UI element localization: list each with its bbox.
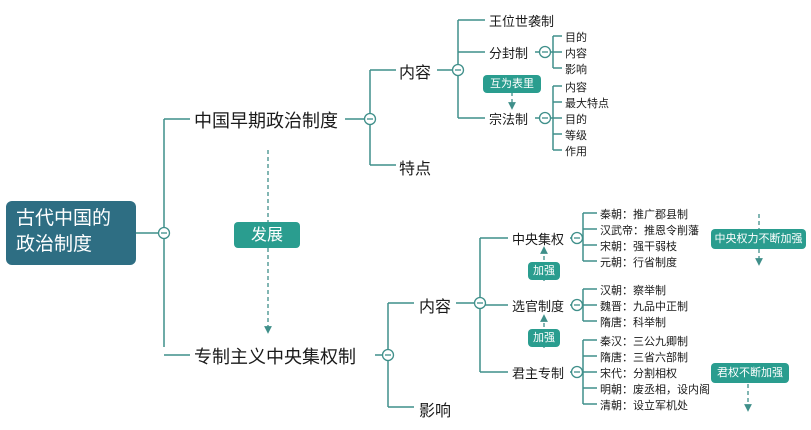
zongfa-child[interactable]: 最大特点 bbox=[565, 97, 609, 110]
root-node[interactable]: 古代中国的 政治制度 bbox=[6, 201, 136, 265]
node-early-content[interactable]: 内容 bbox=[399, 63, 432, 82]
monarch-child[interactable]: 宋代：分割相权 bbox=[600, 367, 677, 380]
node-central-power[interactable]: 中央集权 bbox=[512, 233, 565, 248]
monarch-child[interactable]: 明朝：废丞相，设内阁 bbox=[600, 383, 710, 396]
central-child[interactable]: 宋朝：强干弱枝 bbox=[600, 240, 677, 253]
node-early-feature[interactable]: 特点 bbox=[399, 159, 432, 178]
selection-child[interactable]: 魏晋：九品中正制 bbox=[600, 300, 688, 313]
central-child[interactable]: 汉武帝：推恩令削藩 bbox=[600, 224, 699, 237]
node-zongfa[interactable]: 宗法制 bbox=[489, 113, 529, 128]
node-central-autocracy[interactable]: 专制主义中央集权制 bbox=[194, 347, 356, 368]
selection-child[interactable]: 汉朝：察举制 bbox=[600, 284, 666, 297]
node-early-political-system[interactable]: 中国早期政治制度 bbox=[194, 111, 338, 132]
node-selection-system[interactable]: 选官制度 bbox=[512, 300, 565, 315]
zongfa-child[interactable]: 内容 bbox=[565, 81, 587, 94]
monarch-child[interactable]: 隋唐：三省六部制 bbox=[600, 351, 688, 364]
trend-monarch-badge: 君权不断加强 bbox=[711, 363, 789, 383]
strengthen-badge-2: 加强 bbox=[528, 329, 560, 347]
monarch-child[interactable]: 清朝：设立军机处 bbox=[600, 399, 688, 412]
zongfa-child[interactable]: 等级 bbox=[565, 129, 587, 142]
strengthen-badge-1: 加强 bbox=[528, 262, 560, 280]
central-child[interactable]: 元朝：行省制度 bbox=[600, 256, 677, 269]
trend-central-badge: 中央权力不断加强 bbox=[711, 229, 806, 249]
fenfeng-child[interactable]: 内容 bbox=[565, 47, 587, 60]
selection-child[interactable]: 隋唐：科举制 bbox=[600, 316, 666, 329]
node-monarch-autocracy[interactable]: 君主专制 bbox=[512, 367, 565, 382]
node-central-influence[interactable]: 影响 bbox=[419, 401, 452, 420]
relation-badge: 互为表里 bbox=[483, 75, 541, 93]
zongfa-child[interactable]: 作用 bbox=[565, 145, 587, 158]
node-wangwei[interactable]: 王位世袭制 bbox=[489, 15, 555, 30]
monarch-child[interactable]: 秦汉：三公九卿制 bbox=[600, 335, 688, 348]
node-fenfeng[interactable]: 分封制 bbox=[489, 47, 529, 62]
development-badge: 发展 bbox=[234, 222, 300, 248]
root-label-line1: 古代中国的 bbox=[16, 207, 112, 229]
zongfa-child[interactable]: 目的 bbox=[565, 113, 587, 126]
fenfeng-child[interactable]: 影响 bbox=[565, 63, 587, 76]
fenfeng-child[interactable]: 目的 bbox=[565, 31, 587, 44]
central-child[interactable]: 秦朝：推广郡县制 bbox=[600, 208, 688, 221]
root-label-line2: 政治制度 bbox=[16, 233, 93, 255]
node-central-content[interactable]: 内容 bbox=[419, 297, 452, 316]
